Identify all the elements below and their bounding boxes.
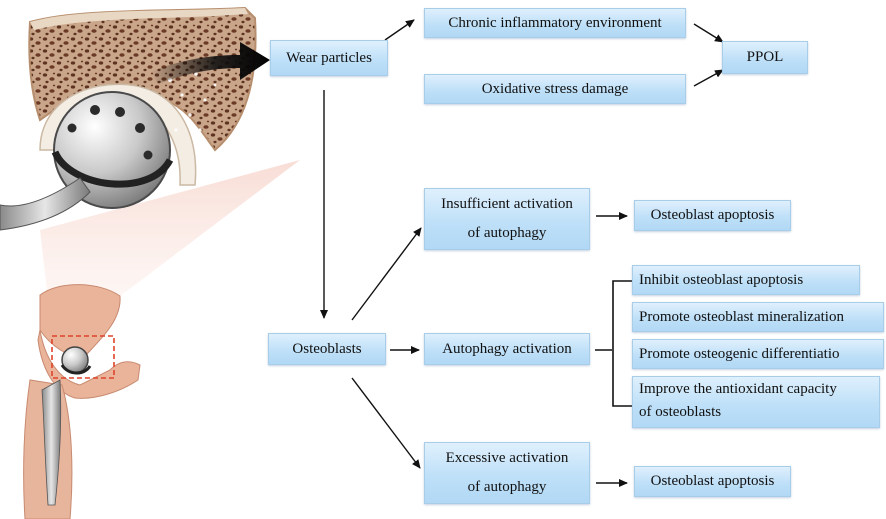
autophagy-activation-box: Autophagy activation [424,333,590,365]
antioxidant-capacity-line1: Improve the antioxidant capacity [639,381,837,397]
osteoblasts-label: Osteoblasts [292,340,362,357]
autophagy-activation-label: Autophagy activation [442,340,572,357]
excessive-activation-line1: Excessive activation [445,450,569,467]
ppol-box: PPOL [722,41,808,74]
insufficient-activation-line1: Insufficient activation [441,196,573,213]
oxidative-stress-box: Oxidative stress damage [424,74,686,104]
ppol-label: PPOL [746,49,784,66]
osteoblast-apoptosis-bottom-label: Osteoblast apoptosis [650,473,775,490]
insufficient-activation-box: Insufficient activation of autophagy [424,188,590,250]
excessive-activation-line2: of autophagy [467,479,547,495]
insufficient-activation-line2: of autophagy [467,225,547,241]
promote-differentiation-label: Promote osteogenic differentiatio [639,345,840,362]
osteoblast-apoptosis-top-box: Osteoblast apoptosis [634,200,791,231]
antioxidant-capacity-line2: of osteoblasts [639,403,722,420]
chronic-inflammation-box: Chronic inflammatory environment [424,8,686,38]
excessive-activation-box: Excessive activation of autophagy [424,442,590,504]
promote-mineralization-box: Promote osteoblast mineralization [632,302,884,332]
antioxidant-capacity-box: Improve the antioxidant capacity of oste… [632,376,880,428]
inhibit-apoptosis-label: Inhibit osteoblast apoptosis [639,271,804,288]
osteoblasts-box: Osteoblasts [268,333,386,365]
inhibit-apoptosis-box: Inhibit osteoblast apoptosis [632,265,860,295]
osteoblast-apoptosis-bottom-box: Osteoblast apoptosis [634,466,791,497]
osteoblast-apoptosis-top-label: Osteoblast apoptosis [650,207,775,224]
oxidative-stress-label: Oxidative stress damage [481,80,629,97]
chronic-inflammation-label: Chronic inflammatory environment [448,14,662,31]
promote-differentiation-box: Promote osteogenic differentiatio [632,339,884,369]
promote-mineralization-label: Promote osteoblast mineralization [639,308,844,325]
wear-particles-box: Wear particles [270,40,388,76]
wear-particles-label: Wear particles [286,49,372,66]
